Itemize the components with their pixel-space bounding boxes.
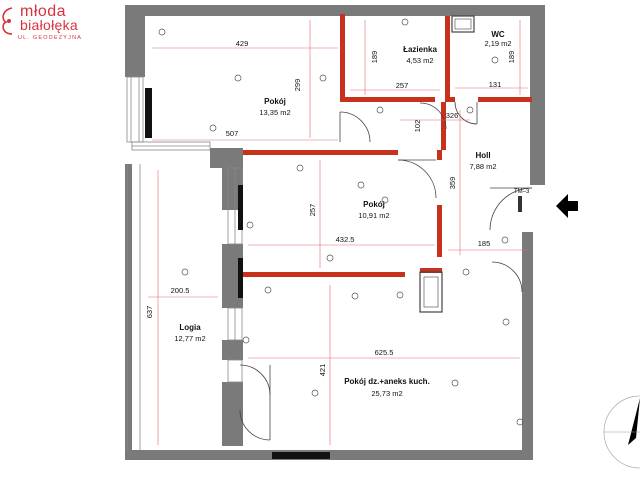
svg-text:13,35 m2: 13,35 m2 (259, 108, 290, 117)
dimension-label: 189 (370, 51, 379, 64)
room-label-pokoj-2: Pokój 10,91 m2 (358, 200, 389, 220)
room-label-logia: Logia 12,77 m2 (174, 323, 205, 343)
svg-text:Holl: Holl (475, 151, 490, 160)
radiator (238, 258, 243, 298)
svg-text:Łazienka: Łazienka (403, 45, 437, 54)
svg-text:25,73 m2: 25,73 m2 (371, 389, 402, 398)
shaft-inner (454, 18, 472, 30)
svg-text:Logia: Logia (179, 323, 201, 332)
dimension-label: 299 (293, 79, 302, 92)
svg-text:Pokój: Pokój (363, 200, 385, 209)
dimension-label: 507 (226, 129, 239, 138)
svg-text:2,19 m2: 2,19 m2 (484, 39, 511, 48)
svg-text:Pokój dz.+aneks kuch.: Pokój dz.+aneks kuch. (344, 377, 430, 386)
dimension-label: 185 (478, 239, 491, 248)
logo-mark-icon (2, 7, 13, 35)
entrance-arrow-icon (556, 194, 578, 218)
shaft-inner (423, 276, 439, 308)
svg-text:WC: WC (491, 30, 505, 39)
brand-line-2: białołęka (20, 17, 78, 33)
svg-text:4,53 m2: 4,53 m2 (406, 56, 433, 65)
room-label-pokoj-dz: Pokój dz.+aneks kuch. 25,73 m2 (344, 377, 430, 398)
dimension-label: 131 (489, 80, 502, 89)
shaft (419, 271, 443, 313)
shaft (451, 15, 475, 33)
room-label-pokoj-1: Pokój 13,35 m2 (259, 97, 290, 117)
svg-text:7,88 m2: 7,88 m2 (469, 162, 496, 171)
room-label-wc: WC 2,19 m2 (484, 30, 511, 48)
radiator (272, 452, 330, 459)
dimension-label: 102 (413, 120, 422, 133)
svg-text:Pokój: Pokój (264, 97, 286, 106)
electrical-markers (158, 18, 524, 426)
developer-logo: młoda białołęka UL. GEODEZYJNA (0, 0, 110, 50)
radiator (145, 88, 152, 138)
window-frames (126, 76, 243, 450)
dimension-label: 429 (236, 39, 249, 48)
marker-label: TM–3 (514, 189, 530, 195)
svg-text:12,77 m2: 12,77 m2 (174, 334, 205, 343)
compass-icon (603, 395, 640, 469)
intercom (518, 196, 522, 212)
svg-text:10,91 m2: 10,91 m2 (358, 211, 389, 220)
dimension-label: 189 (507, 51, 516, 64)
outer-walls (125, 5, 545, 460)
doors (239, 101, 533, 441)
dimension-label: 359 (448, 177, 457, 190)
dimension-label: 326 (446, 111, 459, 120)
dimension-label: 200.5 (171, 286, 190, 295)
dimension-label: 257 (396, 81, 409, 90)
dimension-label: 257 (308, 204, 317, 217)
room-label-holl: Holl 7,88 m2 (469, 151, 496, 171)
brand-line-1: młoda (20, 3, 67, 20)
dimension-label: 637 (145, 306, 154, 319)
radiator (238, 185, 243, 230)
dimension-label: 432.5 (336, 235, 355, 244)
brand-address: UL. GEODEZYJNA (18, 35, 83, 41)
room-label-lazienka: Łazienka 4,53 m2 (403, 45, 437, 65)
dimension-label: 625.5 (375, 348, 394, 357)
dimension-lines (148, 20, 528, 445)
interior-partitions (243, 14, 532, 277)
dimension-label: 421 (318, 364, 327, 377)
